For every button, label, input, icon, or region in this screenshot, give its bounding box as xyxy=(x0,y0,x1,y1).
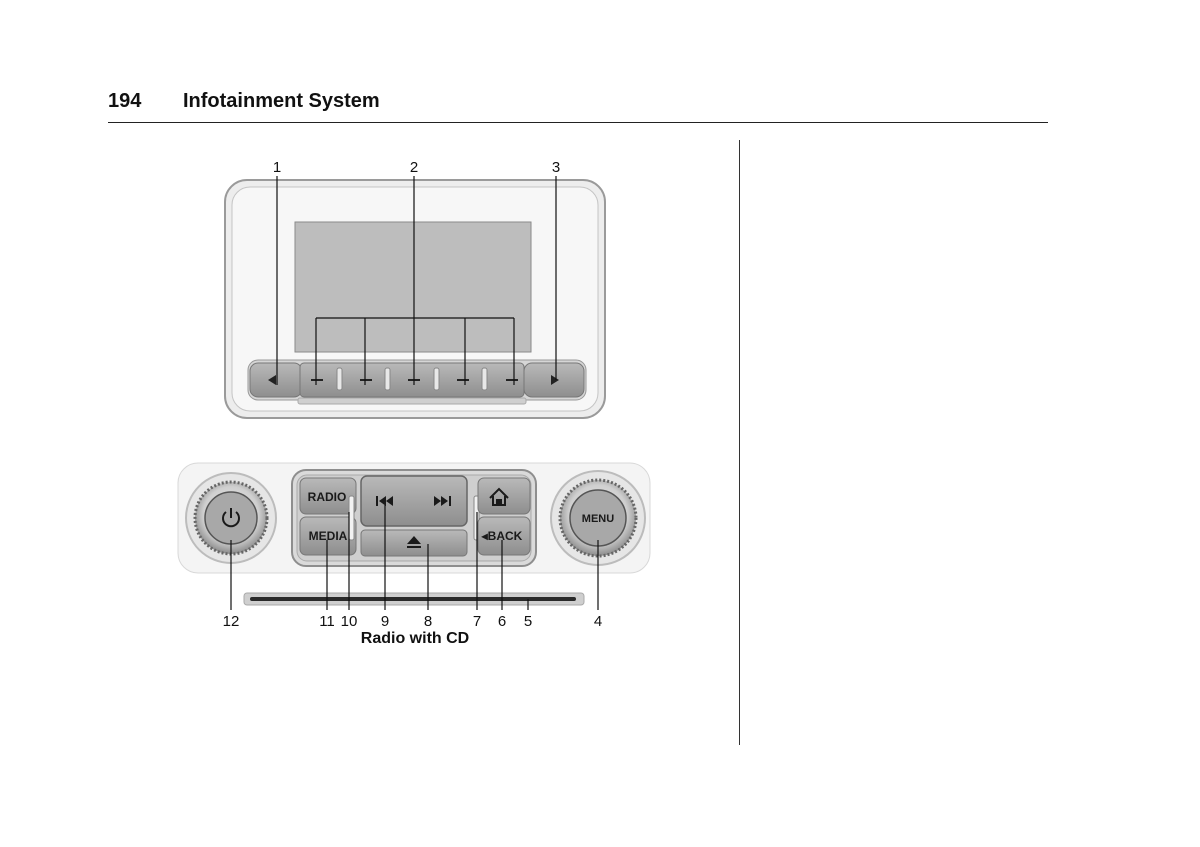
seek-buttons[interactable] xyxy=(360,475,468,527)
callout-6: 6 xyxy=(498,613,506,630)
callout-4: 4 xyxy=(594,613,602,630)
eject-icon xyxy=(407,536,421,548)
display-unit xyxy=(224,179,606,419)
callout-9: 9 xyxy=(381,613,389,630)
callout-8: 8 xyxy=(424,613,432,630)
column-divider xyxy=(739,140,740,745)
callout-lines xyxy=(230,176,599,610)
callout-10: 10 xyxy=(341,613,358,630)
back-label: ◂BACK xyxy=(481,529,523,543)
left-arrow-icon xyxy=(268,375,276,385)
callout-numbers: 1 2 3 4 5 6 7 8 9 10 11 12 xyxy=(223,159,603,630)
right-arrow-icon xyxy=(551,375,559,385)
callout-12: 12 xyxy=(223,613,240,630)
media-button[interactable] xyxy=(299,516,357,556)
media-label: MEDIA xyxy=(309,529,348,543)
callout-2: 2 xyxy=(410,159,418,176)
callout-5: 5 xyxy=(524,613,532,630)
display-screen xyxy=(294,221,532,353)
radio-label: RADIO xyxy=(308,490,347,504)
callout-11: 11 xyxy=(319,613,335,630)
header-rule xyxy=(108,122,1048,123)
seek-back-icon xyxy=(376,496,393,506)
home-icon xyxy=(489,487,509,506)
page-number: 194 xyxy=(108,90,142,112)
softkey-dividers xyxy=(336,367,488,391)
callout-1: 1 xyxy=(273,159,281,176)
seek-forward-icon xyxy=(434,496,451,506)
back-button[interactable] xyxy=(477,516,531,556)
callout-7: 7 xyxy=(473,613,481,630)
section-title: Infotainment System xyxy=(183,90,380,112)
control-panel: MENU RADIO MEDIA xyxy=(177,462,651,606)
power-icon xyxy=(222,508,240,528)
figure-caption: Radio with CD xyxy=(360,630,470,647)
tune-knob-left[interactable] xyxy=(348,495,355,541)
page-header: 194 Infotainment System xyxy=(108,88,1048,126)
menu-label: MENU xyxy=(582,513,614,525)
callout-3: 3 xyxy=(552,159,560,176)
radio-button[interactable] xyxy=(299,477,357,515)
